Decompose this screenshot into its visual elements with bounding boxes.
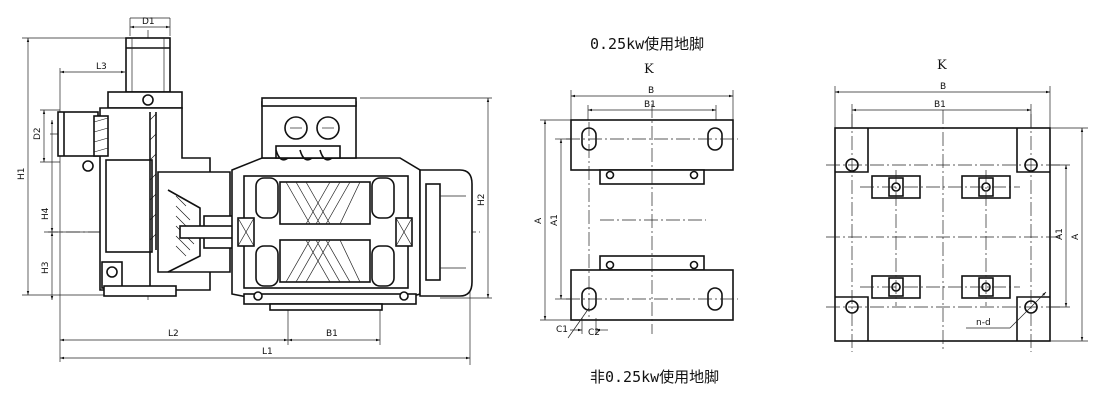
base-small-k: K	[644, 62, 654, 77]
pump-side-view: D1 L3 D2 H1 H4 H3 H2 L2 B1 L1	[17, 17, 492, 365]
base-small-view: 0.25kw使用地脚 K B B1 A	[534, 35, 738, 386]
pump-dim-h1: H1	[17, 168, 27, 181]
pump-dim-h4: H4	[41, 207, 51, 220]
pump-dim-l2: L2	[168, 329, 179, 339]
base-large-b: B	[940, 82, 946, 92]
caption-bottom: 非0.25kw使用地脚	[590, 368, 719, 386]
base-large-b1: B1	[934, 100, 946, 110]
pump-dim-l3: L3	[96, 62, 107, 72]
base-small-b1: B1	[644, 100, 656, 110]
pump-dim-d2: D2	[33, 127, 43, 140]
pump-dim-d1: D1	[142, 17, 155, 27]
pump-dim-h3: H3	[41, 262, 51, 275]
base-large-nd: n-d	[976, 318, 991, 328]
base-small-c2: C2	[588, 328, 600, 338]
base-large-a1: A1	[1055, 228, 1065, 240]
base-small-a1: A1	[550, 214, 560, 226]
pump-dim-l1: L1	[262, 347, 273, 357]
pump-dim-h2: H2	[477, 194, 487, 207]
base-large-view: K B B1	[826, 58, 1088, 352]
base-large-a: A	[1071, 233, 1081, 240]
base-large-k: K	[937, 58, 947, 73]
base-small-a: A	[534, 217, 544, 224]
base-small-b: B	[648, 86, 654, 96]
pump-dim-b1: B1	[326, 329, 338, 339]
base-small-c1: C1	[556, 325, 568, 335]
caption-top: 0.25kw使用地脚	[590, 35, 704, 53]
